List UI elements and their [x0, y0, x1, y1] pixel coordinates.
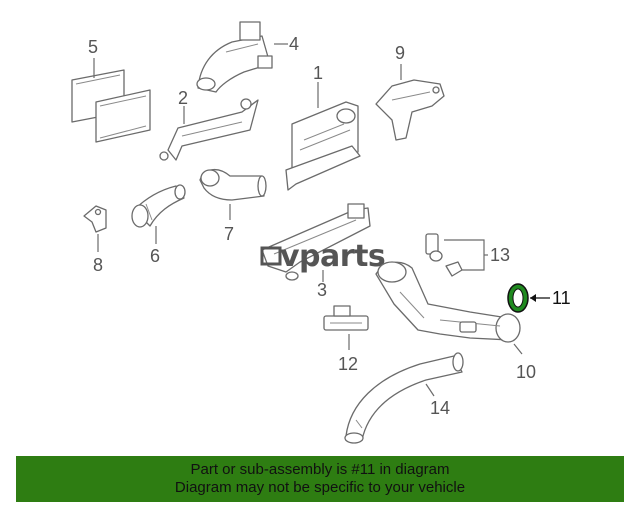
- label-13[interactable]: 13: [490, 245, 510, 265]
- label-3[interactable]: 3: [317, 280, 327, 300]
- part-10-duct[interactable]: [375, 261, 521, 343]
- label-11[interactable]: 11: [552, 288, 571, 308]
- label-9[interactable]: 9: [395, 43, 405, 63]
- leader-14: [425, 383, 435, 397]
- part-5-air-filter[interactable]: [71, 69, 151, 143]
- label-12[interactable]: 12: [338, 354, 358, 374]
- label-6[interactable]: 6: [150, 246, 160, 266]
- banner-line-2: Diagram may not be specific to your vehi…: [174, 479, 466, 496]
- parts-diagram: 5 4 2 1 9 6: [71, 21, 571, 444]
- label-14[interactable]: 14: [430, 398, 450, 418]
- label-5[interactable]: 5: [88, 37, 98, 57]
- part-12-sensor[interactable]: [323, 305, 369, 331]
- label-8[interactable]: 8: [93, 255, 103, 275]
- label-1[interactable]: 1: [313, 63, 323, 83]
- part-2-bracket[interactable]: [159, 98, 259, 161]
- part-14-tube[interactable]: [344, 352, 464, 444]
- watermark-logo: vparts: [260, 239, 386, 274]
- part-6-hose[interactable]: [131, 184, 186, 228]
- part-4-air-duct[interactable]: [196, 21, 273, 93]
- part-7-intake-tube[interactable]: [199, 169, 267, 201]
- info-banner: Part or sub-assembly is #11 in diagram D…: [16, 456, 624, 502]
- banner-line-1: Part or sub-assembly is #11 in diagram: [190, 461, 450, 478]
- leader-10: [513, 343, 523, 355]
- part-8-mount[interactable]: [83, 205, 107, 233]
- label-2[interactable]: 2: [178, 88, 188, 108]
- part-11-clamp-ring[interactable]: [507, 283, 529, 313]
- label-7[interactable]: 7: [224, 224, 234, 244]
- part-3-resonator[interactable]: [261, 203, 371, 281]
- part-1-air-cleaner[interactable]: [285, 101, 361, 191]
- part-9-cover[interactable]: [375, 79, 445, 141]
- arrow-head-11: [530, 294, 536, 302]
- part-13-sensors[interactable]: [425, 233, 463, 277]
- label-10[interactable]: 10: [516, 362, 536, 382]
- watermark-text: vparts: [280, 239, 385, 274]
- label-4[interactable]: 4: [289, 34, 299, 54]
